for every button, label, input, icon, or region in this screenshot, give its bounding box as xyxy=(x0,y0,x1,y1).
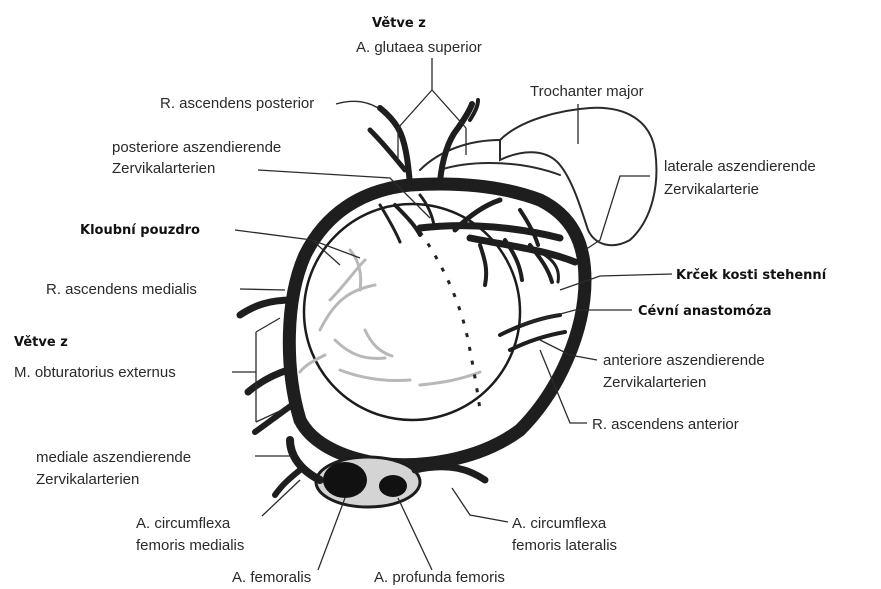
label-circumflexa-medialis-2: femoris medialis xyxy=(136,536,244,555)
label-r-ascendens-medialis: R. ascendens medialis xyxy=(46,280,197,299)
label-cevni-anastomoza: Cévní anastomóza xyxy=(638,302,772,321)
label-vetve-z-top: Větve z xyxy=(372,14,426,33)
label-a-profunda-femoris: A. profunda femoris xyxy=(374,568,505,587)
label-laterale-zervikalarterie: Zervikalarterie xyxy=(664,180,759,199)
label-vetve-z-left: Větve z xyxy=(14,333,68,352)
femoral-vessels xyxy=(275,440,485,507)
label-circumflexa-lateralis-2: femoris lateralis xyxy=(512,536,617,555)
label-r-ascendens-posterior: R. ascendens posterior xyxy=(160,94,314,113)
label-trochanter-major: Trochanter major xyxy=(530,82,644,101)
label-posteriore-aszendierende: posteriore aszendierende xyxy=(112,138,281,157)
label-a-glutaea-superior: A. glutaea superior xyxy=(356,38,482,57)
gluteal-branches xyxy=(370,100,478,185)
label-mediale-zervikalarterien: Zervikalarterien xyxy=(36,470,139,489)
femoral-head xyxy=(304,204,520,420)
label-r-ascendens-anterior: R. ascendens anterior xyxy=(592,415,739,434)
label-posteriore-zervikalarterien: Zervikalarterien xyxy=(112,159,215,178)
label-m-obturatorius-externus: M. obturatorius externus xyxy=(14,363,176,382)
label-laterale-aszendierende: laterale aszendierende xyxy=(664,157,816,176)
label-circumflexa-medialis-1: A. circumflexa xyxy=(136,514,230,533)
label-anteriore-zervikalarterien: Zervikalarterien xyxy=(603,373,706,392)
label-krcek-kosti-stehenni: Krček kosti stehenní xyxy=(676,266,826,285)
label-kloubni-pouzdro: Kloubní pouzdro xyxy=(80,221,200,240)
label-a-femoralis: A. femoralis xyxy=(232,568,311,587)
label-circumflexa-lateralis-1: A. circumflexa xyxy=(512,514,606,533)
label-mediale-aszendierende: mediale aszendierende xyxy=(36,448,191,467)
label-anteriore-aszendierende: anteriore aszendierende xyxy=(603,351,765,370)
